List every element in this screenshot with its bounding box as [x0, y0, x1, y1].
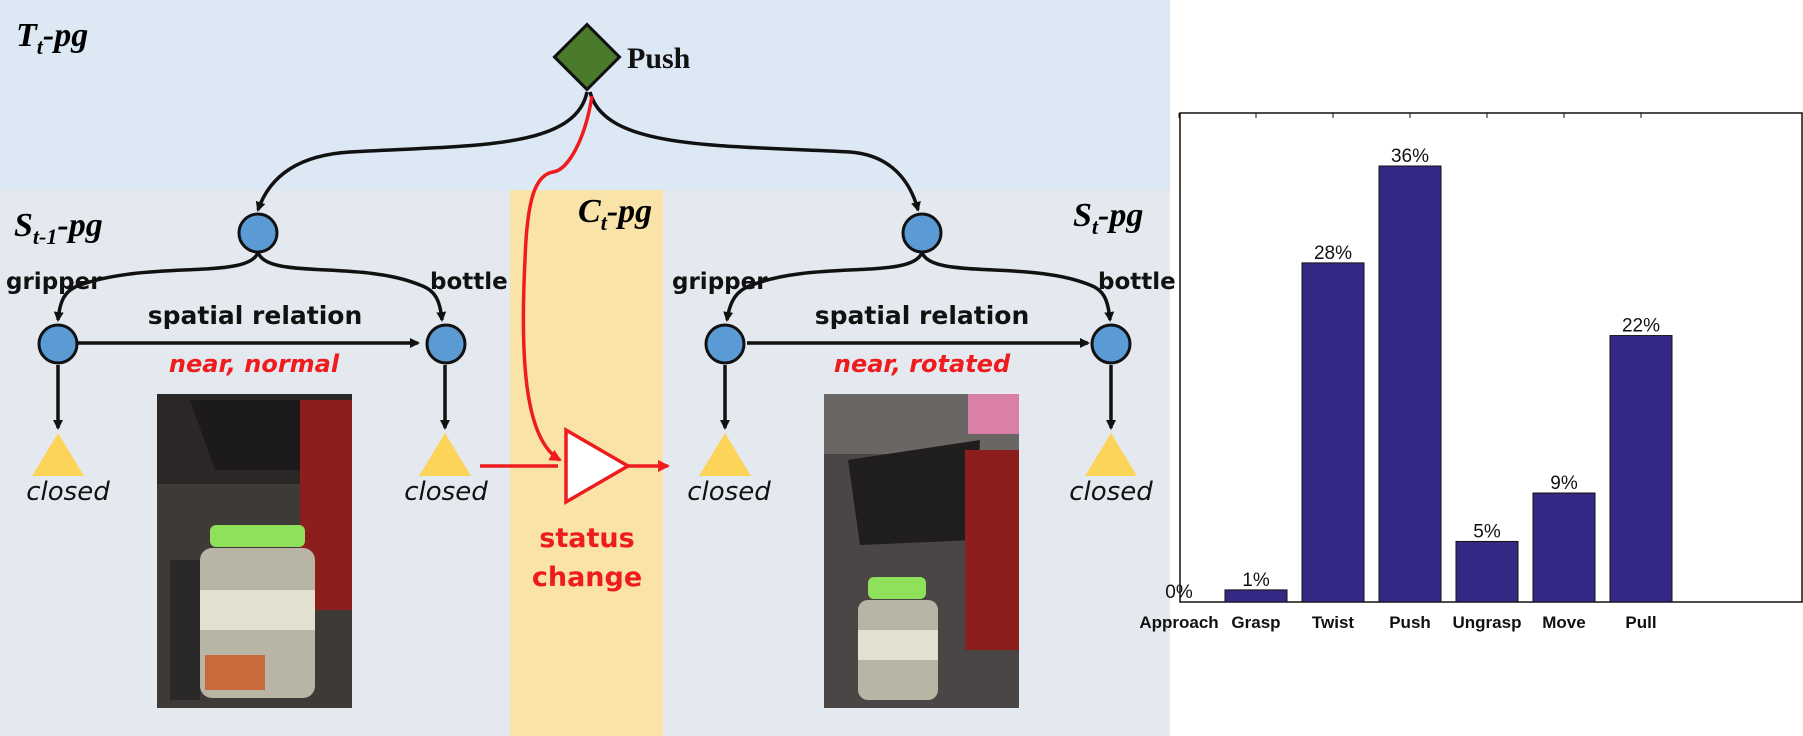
prev-gripper-status-leaf — [32, 433, 84, 476]
edge-push-to-prev — [255, 91, 589, 212]
tick-label-pull: Pull — [1625, 613, 1656, 632]
cur-gripper-status-leaf — [699, 433, 751, 476]
bar-move — [1532, 492, 1596, 603]
edge-push-to-cur — [588, 91, 921, 212]
cur-gripper-node — [704, 323, 746, 365]
prev-state-graph: gripper bottle spatial relation near, no… — [6, 212, 508, 507]
bar-chart: 0% Approach 1% Grasp 28% Twist 36% Push 5% Ungras… — [1139, 112, 1803, 632]
prev-bottle-label: bottle — [430, 269, 508, 295]
tick-label-push: Push — [1389, 613, 1431, 632]
change-title: Ct-pg — [578, 193, 652, 235]
data-label-pull: 22% — [1622, 316, 1660, 337]
tick-label-twist: Twist — [1312, 613, 1355, 632]
top-graph-title: Tt-pg — [16, 17, 88, 59]
status-change-triangle — [564, 426, 632, 506]
cur-root-node — [901, 212, 943, 254]
photo-before — [157, 394, 352, 708]
status-change-label-2: change — [532, 562, 642, 593]
prev-bottle-status: closed — [404, 477, 488, 507]
prev-relation-value: near, normal — [169, 350, 340, 378]
bar-pull — [1609, 335, 1673, 603]
bar-grasp — [1224, 589, 1288, 603]
cur-gripper-status: closed — [687, 477, 771, 507]
data-label-push: 36% — [1391, 146, 1429, 167]
tick-label-grasp: Grasp — [1231, 613, 1280, 632]
data-label-approach: 0% — [1165, 582, 1193, 603]
status-change-label-1: status — [539, 523, 634, 554]
prev-gripper-node — [37, 323, 79, 365]
prev-gripper-status: closed — [26, 477, 110, 507]
push-action-node — [552, 22, 622, 92]
cur-relation-value: near, rotated — [834, 350, 1011, 378]
cur-bottle-label: bottle — [1098, 269, 1176, 295]
bar-ungrasp — [1455, 540, 1519, 603]
bar-push — [1378, 165, 1442, 603]
edge-push-to-change — [521, 95, 594, 462]
cur-relation-label: spatial relation — [815, 301, 1030, 330]
bar-series: 0% Approach 1% Grasp 28% Twist 36% Push 5% Ungras… — [1139, 113, 1673, 632]
prev-gripper-label: gripper — [6, 269, 102, 295]
tick-label-move: Move — [1542, 613, 1585, 632]
cur-state-graph: gripper bottle spatial relation near, ro… — [672, 212, 1176, 507]
bar-twist — [1301, 262, 1365, 603]
cur-bottle-status-leaf — [1085, 433, 1137, 476]
cur-state-title: St-pg — [1073, 197, 1143, 239]
data-label-grasp: 1% — [1242, 570, 1270, 591]
data-label-move: 9% — [1550, 473, 1578, 494]
cur-bottle-node — [1090, 323, 1132, 365]
data-label-twist: 28% — [1314, 243, 1352, 264]
cur-gripper-label: gripper — [672, 269, 768, 295]
prev-root-node — [237, 212, 279, 254]
prev-state-title: St-1-pg — [14, 207, 103, 249]
tick-label-approach: Approach — [1139, 613, 1218, 632]
push-action-label: Push — [627, 42, 691, 75]
cur-bottle-status: closed — [1069, 477, 1153, 507]
prev-bottle-node — [425, 323, 467, 365]
chart-plot-area — [1179, 112, 1803, 603]
prev-bottle-status-leaf — [419, 433, 471, 476]
photo-after — [824, 394, 1019, 708]
status-change-operator: status change — [480, 426, 670, 593]
prev-relation-label: spatial relation — [148, 301, 363, 330]
data-label-ungrasp: 5% — [1473, 521, 1501, 542]
tick-label-ungrasp: Ungrasp — [1453, 613, 1522, 632]
